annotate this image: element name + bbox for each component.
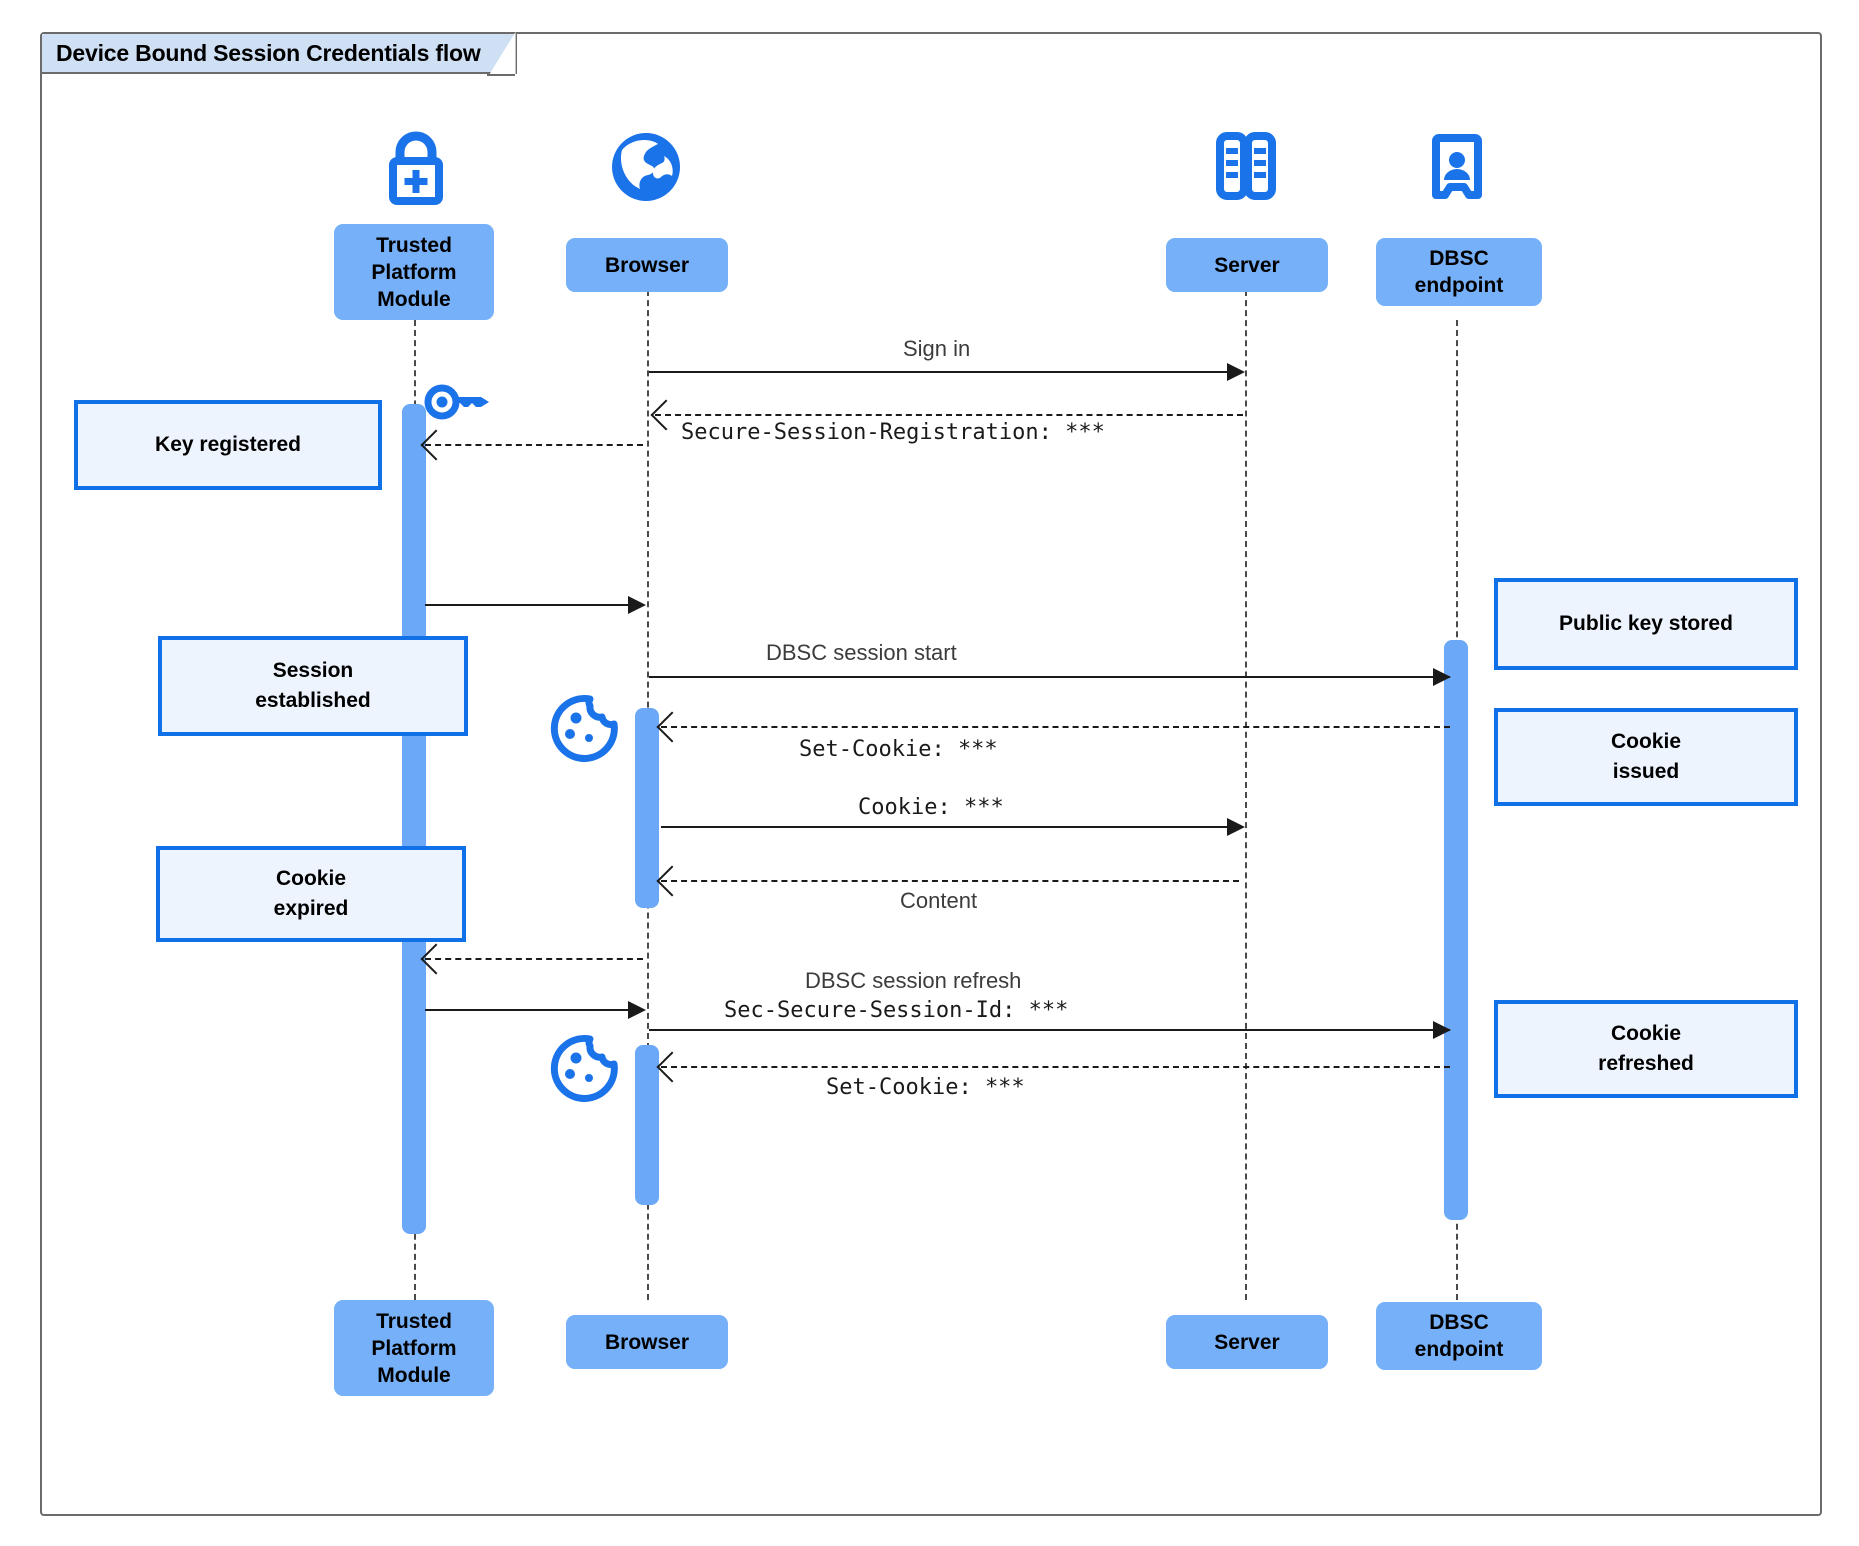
diagram-title-tab: Device Bound Session Credentials flow (42, 32, 517, 76)
participant-tpm-bottom[interactable]: Trusted Platform Module (334, 1300, 494, 1396)
participant-label-line2: Platform (371, 260, 457, 284)
activation-bar-browser-1 (635, 708, 659, 908)
note-line1: Public key stored (1559, 612, 1733, 635)
note-line2: established (255, 689, 371, 712)
message-line-tpm-to-browser-1 (425, 604, 641, 606)
message-label-dbsc-session-refresh: DBSC session refresh (805, 968, 1022, 993)
message-label-sec-secure-session-id: Sec-Secure-Session-Id: *** (724, 998, 1069, 1023)
cookie-icon (546, 1030, 622, 1111)
note-cookie-issued: Cookie issued (1494, 708, 1798, 806)
lock-plus-icon (370, 128, 462, 211)
arrowhead-tpm-to-browser-2 (628, 1001, 646, 1019)
note-line2: refreshed (1598, 1052, 1694, 1075)
participant-server-bottom[interactable]: Server (1166, 1315, 1328, 1369)
note-line1: Key registered (155, 433, 301, 456)
page-title: Device Bound Session Credentials flow (56, 39, 481, 66)
note-key-registered: Key registered (74, 400, 382, 490)
note-line2: issued (1612, 760, 1680, 783)
note-cookie-expired: Cookie expired (156, 846, 466, 942)
participant-label: Server (1214, 1330, 1280, 1354)
lifeline-server (1245, 280, 1247, 1300)
note-cookie-refreshed: Cookie refreshed (1494, 1000, 1798, 1098)
note-line1: Cookie (1610, 1022, 1681, 1045)
message-line-key-to-tpm (425, 444, 643, 446)
participant-label: Browser (604, 1330, 690, 1354)
participant-label-line1: Trusted (376, 1309, 452, 1333)
message-line-sign-in (649, 371, 1239, 373)
participant-label: Browser (604, 253, 690, 277)
message-line-cookie (661, 826, 1239, 828)
message-line-secure-session-registration (655, 414, 1243, 416)
participant-label-line1: Trusted (376, 233, 452, 257)
participant-label: Server (1214, 253, 1280, 277)
participant-label-line2: endpoint (1414, 274, 1504, 297)
message-label-sign-in: Sign in (903, 336, 971, 361)
activation-bar-tpm (402, 404, 426, 1234)
arrowhead-sign-in (1227, 363, 1245, 381)
participant-browser-top[interactable]: Browser (566, 238, 728, 292)
message-label-secure-session-registration: Secure-Session-Registration: *** (681, 420, 1105, 445)
message-label-cookie: Cookie: *** (858, 795, 1004, 820)
message-line-content (661, 880, 1239, 882)
globe-icon (600, 128, 692, 211)
note-session-established: Session established (158, 636, 468, 736)
message-line-dbsc-session-refresh (649, 1029, 1450, 1031)
note-line2: expired (273, 897, 349, 920)
message-line-set-cookie-2 (661, 1066, 1450, 1068)
id-badge-icon (1411, 128, 1503, 211)
note-public-key-stored: Public key stored (1494, 578, 1798, 670)
participant-dbsc-top[interactable]: DBSC endpoint (1376, 238, 1542, 306)
server-rack-icon (1200, 128, 1292, 211)
message-line-set-cookie-1 (661, 726, 1450, 728)
participant-label-line3: Module (377, 287, 451, 311)
message-label-set-cookie-2: Set-Cookie: *** (826, 1075, 1025, 1100)
participant-browser-bottom[interactable]: Browser (566, 1315, 728, 1369)
arrowhead-dbsc-session-refresh (1433, 1021, 1451, 1039)
cookie-icon (546, 690, 622, 771)
note-line1: Session (272, 659, 354, 682)
message-label-content: Content (900, 888, 978, 913)
message-line-tpm-to-browser-2 (425, 1009, 641, 1011)
participant-server-top[interactable]: Server (1166, 238, 1328, 292)
note-line1: Cookie (1610, 730, 1681, 753)
participant-label-line2: Platform (371, 1336, 457, 1360)
arrowhead-dbsc-session-start (1433, 668, 1451, 686)
message-label-set-cookie-1: Set-Cookie: *** (799, 737, 998, 762)
note-line1: Cookie (275, 867, 346, 890)
arrowhead-tpm-to-browser-1 (628, 596, 646, 614)
participant-label-line2: endpoint (1414, 1338, 1504, 1361)
activation-bar-dbsc (1444, 640, 1468, 1220)
key-icon (424, 378, 496, 431)
message-line-browser-to-tpm (425, 958, 643, 960)
participant-tpm-top[interactable]: Trusted Platform Module (334, 224, 494, 320)
participant-label-line3: Module (377, 1363, 451, 1387)
participant-label-line1: DBSC (1429, 1311, 1489, 1334)
participant-dbsc-bottom[interactable]: DBSC endpoint (1376, 1302, 1542, 1370)
message-label-dbsc-session-start: DBSC session start (766, 640, 957, 665)
arrowhead-cookie (1227, 818, 1245, 836)
message-line-dbsc-session-start (649, 676, 1450, 678)
activation-bar-browser-2 (635, 1045, 659, 1205)
title-tab-notch (486, 32, 515, 76)
participant-label-line1: DBSC (1429, 247, 1489, 270)
